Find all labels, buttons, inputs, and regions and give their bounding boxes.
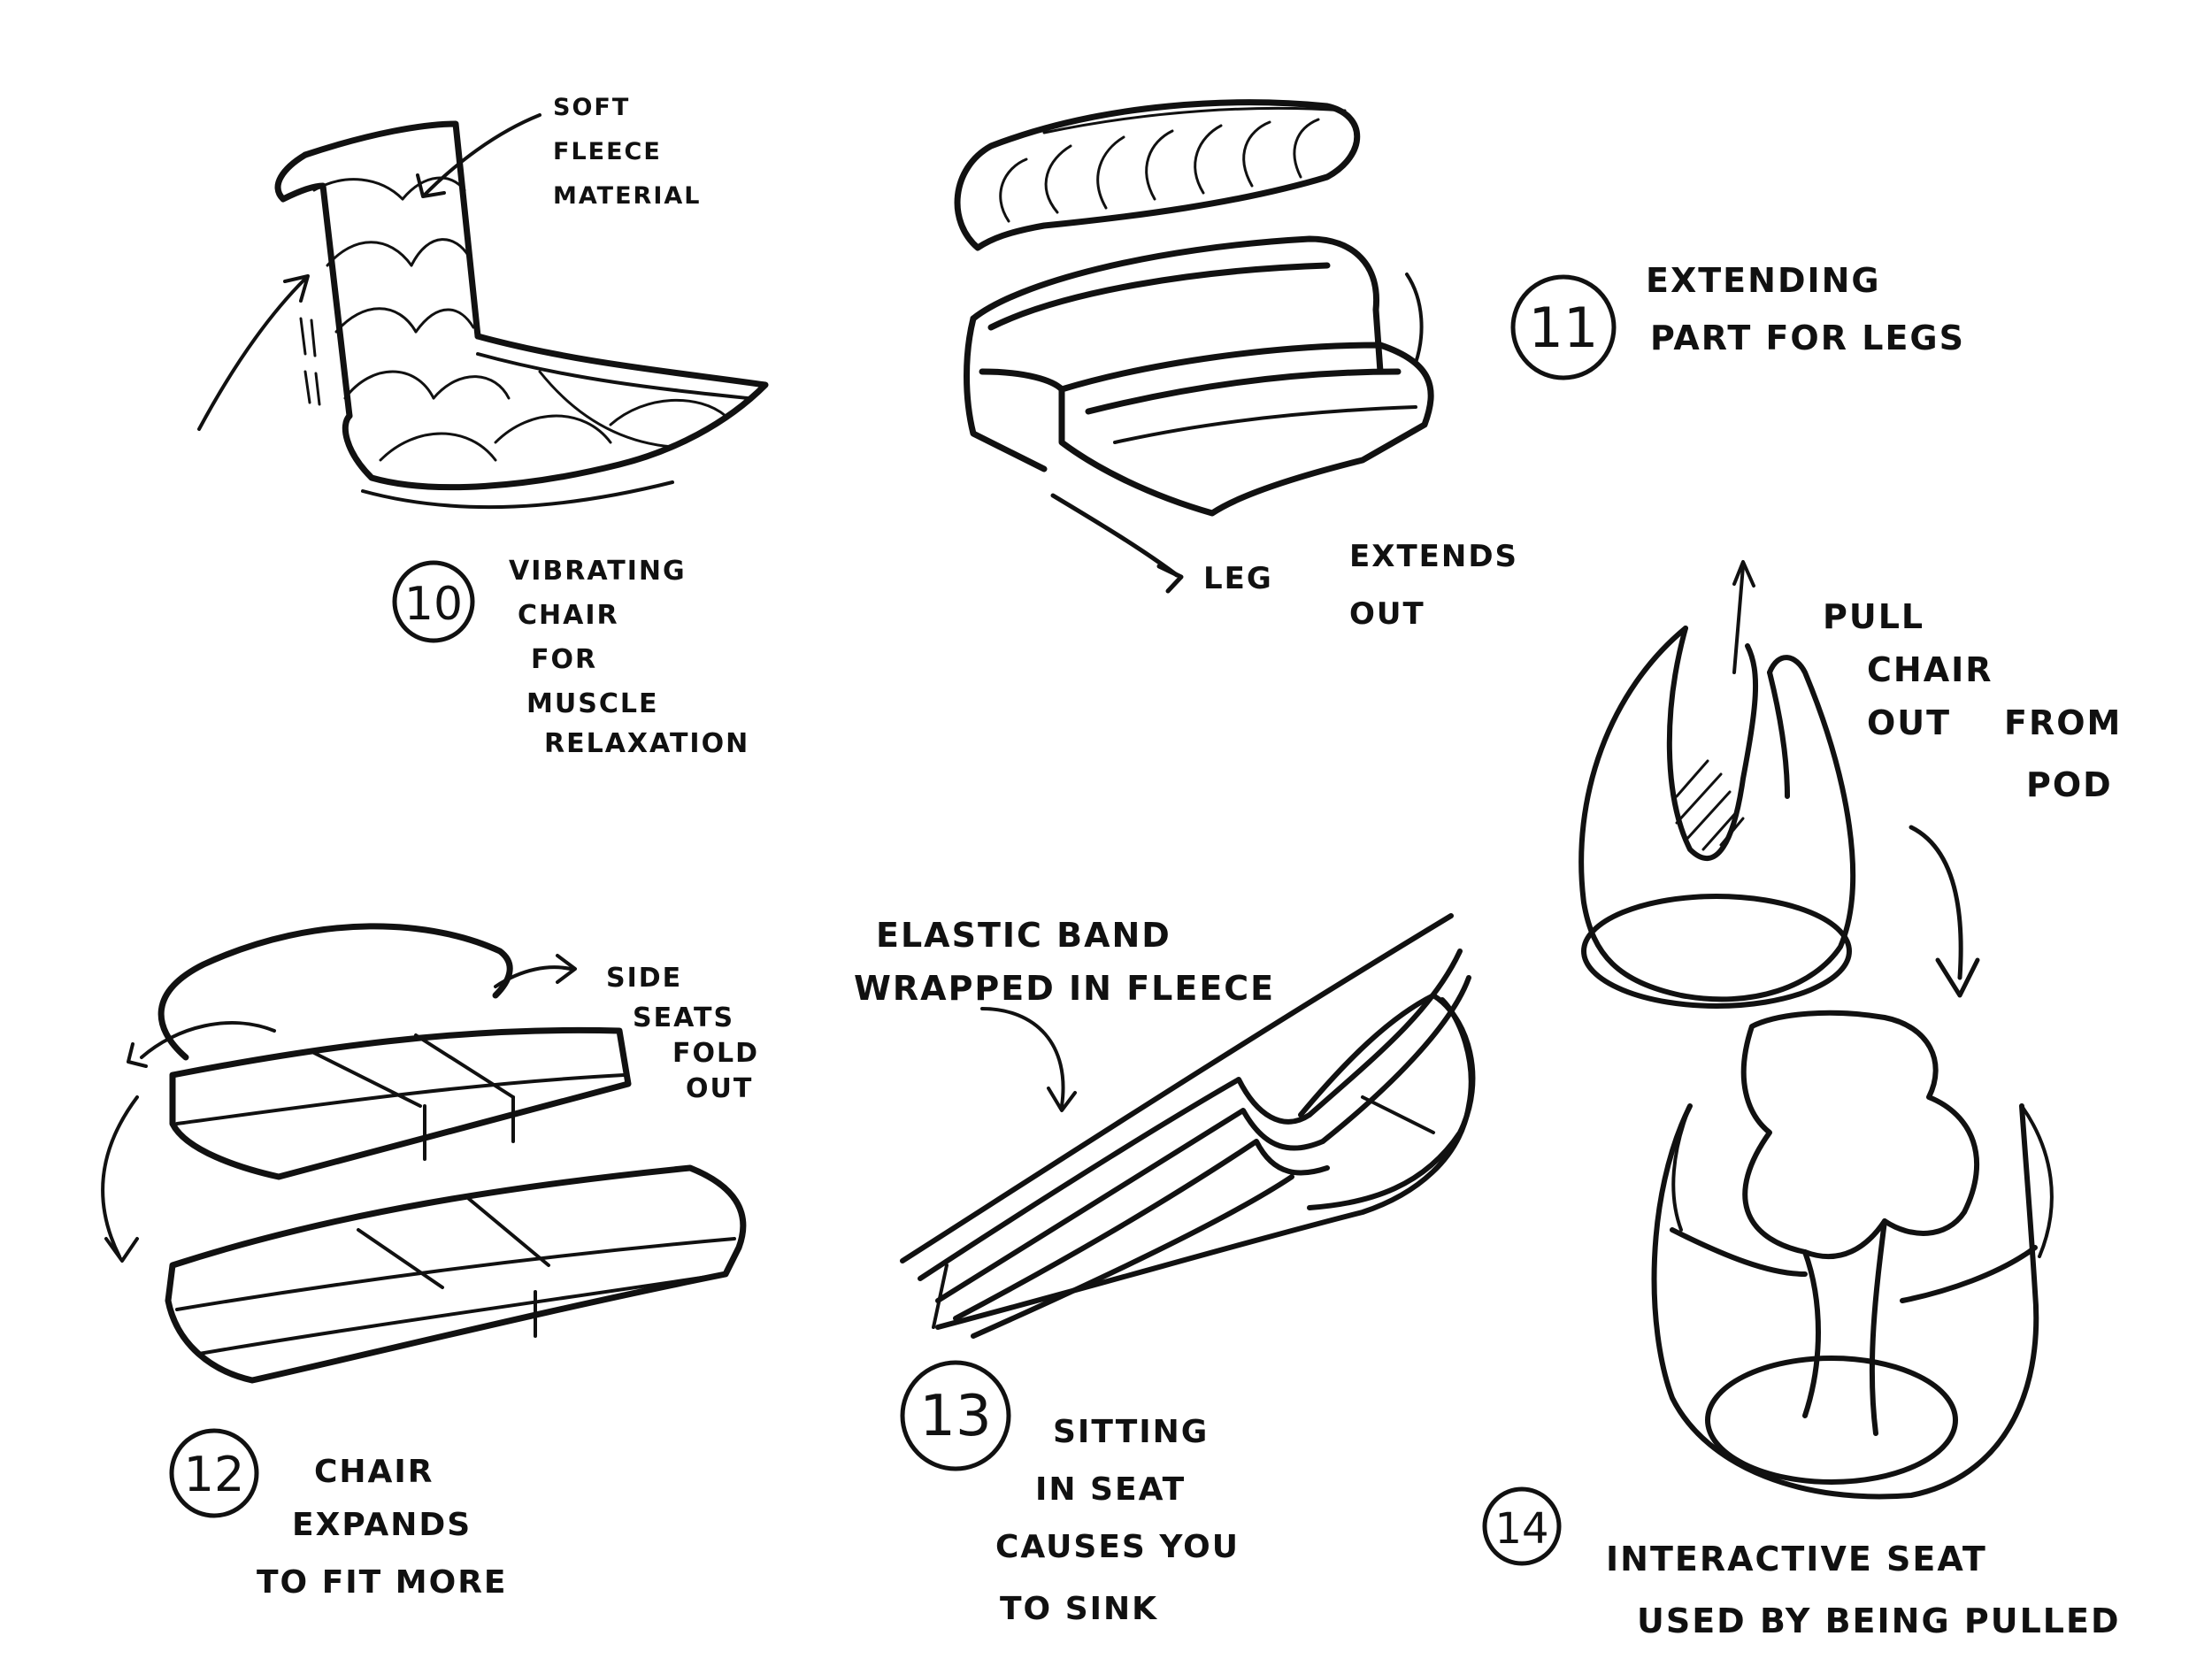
leg-extends-text: LEG EXTENDS OUT <box>1203 539 1531 632</box>
caption-line: CHAIR <box>314 1454 434 1490</box>
sketch-13: ELASTIC BAND WRAPPED IN FLEECE 13 SITTIN… <box>854 913 1476 1627</box>
pod-closed-drawing <box>1578 560 1856 1009</box>
callout-line: SEATS <box>633 1002 734 1033</box>
callout-line: ELASTIC BAND <box>876 916 1171 955</box>
caption-line: EXTENDING <box>1646 261 1881 300</box>
leg-extends-arrow <box>1050 493 1184 594</box>
callout-line: EXTENDS <box>1349 539 1518 574</box>
caption-line: FOR <box>531 644 597 675</box>
caption-line: RELAXATION <box>544 728 749 759</box>
callout-line: MATERIAL <box>553 182 701 210</box>
fleece-callout-arrow <box>416 113 541 198</box>
sketch-10: SOFT FLEECE MATERIAL 10 VIBRATING CHAIR … <box>197 94 769 759</box>
number-badge-13: 13 <box>900 1360 1011 1471</box>
fleece-callout-text: SOFT FLEECE MATERIAL <box>553 94 701 210</box>
expanding-chair-drawing <box>157 923 747 1384</box>
vibrating-chair-drawing <box>274 120 769 510</box>
sketch-caption: SITTING IN SEAT CAUSES YOU TO SINK <box>995 1414 1253 1627</box>
number-badge-12: 12 <box>169 1428 259 1518</box>
sketch-number: 11 <box>1529 296 1599 360</box>
elastic-band-arrow <box>980 1007 1077 1112</box>
caption-line: MUSCLE <box>526 688 658 719</box>
sketch-caption: CHAIR EXPANDS TO FIT MORE <box>257 1454 508 1601</box>
sketch-caption: EXTENDING PART FOR LEGS <box>1646 261 1965 357</box>
pod-open-drawing <box>1651 1010 2054 1500</box>
side-seats-callout: SIDE SEATS FOLD OUT <box>606 963 770 1104</box>
caption-line: IN SEAT <box>1035 1471 1186 1508</box>
caption-line: TO SINK <box>1000 1591 1158 1627</box>
pull-chair-callout: PULL CHAIR OUT FROM POD <box>1823 597 2136 804</box>
caption-line: INTERACTIVE SEAT <box>1606 1540 1987 1578</box>
caption-line: USED BY BEING PULLED <box>1637 1601 2121 1640</box>
callout-line: OUT <box>1349 596 1425 632</box>
elastic-band-callout: ELASTIC BAND WRAPPED IN FLEECE <box>854 916 1275 1008</box>
sketch-number: 10 <box>404 578 463 631</box>
sketch-11: LEG EXTENDS OUT 11 EXTENDING PART FOR LE… <box>954 99 1965 632</box>
pull-down-arrow <box>1909 825 1980 998</box>
callout-line: PULL <box>1823 597 1924 636</box>
caption-line: TO FIT MORE <box>257 1564 508 1601</box>
sketch-number: 14 <box>1494 1504 1548 1554</box>
callout-line: OUT <box>686 1073 753 1104</box>
callout-line: OUT <box>1867 703 1951 742</box>
sketch-caption: INTERACTIVE SEAT USED BY BEING PULLED <box>1606 1540 2121 1640</box>
sketch-number: 12 <box>184 1447 245 1502</box>
fold-out-arrows <box>101 954 577 1263</box>
number-badge-14: 14 <box>1482 1486 1562 1566</box>
callout-line: CHAIR <box>1867 650 1993 689</box>
callout-line: WRAPPED IN FLEECE <box>854 969 1275 1008</box>
vibration-arrow <box>197 274 310 431</box>
sketch-14: PULL CHAIR OUT FROM POD 14 INTERACTIVE S… <box>1482 560 2136 1640</box>
callout-line: SIDE <box>606 963 682 994</box>
callout-line: FROM <box>2004 703 2122 742</box>
sketch-number: 13 <box>919 1384 991 1449</box>
sinking-seat-drawing <box>900 913 1476 1339</box>
caption-line: EXPANDS <box>292 1507 472 1543</box>
callout-line: SOFT <box>553 94 630 121</box>
caption-line: CHAIR <box>518 600 619 631</box>
callout-line: LEG <box>1203 561 1273 596</box>
caption-line: CAUSES YOU <box>995 1529 1240 1565</box>
number-badge-11: 11 <box>1510 274 1617 380</box>
caption-line: VIBRATING <box>509 556 687 587</box>
callout-line: FLEECE <box>553 138 662 165</box>
extending-chair-drawing <box>954 99 1434 517</box>
number-badge-10: 10 <box>392 560 475 643</box>
sketch-caption: VIBRATING CHAIR FOR MUSCLE RELAXATION <box>509 556 749 759</box>
callout-line: FOLD <box>672 1038 759 1069</box>
caption-line: SITTING <box>1053 1414 1209 1450</box>
sketch-12: SIDE SEATS FOLD OUT 12 CHAIR EXPANDS TO … <box>101 923 770 1601</box>
caption-line: PART FOR LEGS <box>1650 319 1965 357</box>
callout-line: POD <box>2026 765 2113 804</box>
